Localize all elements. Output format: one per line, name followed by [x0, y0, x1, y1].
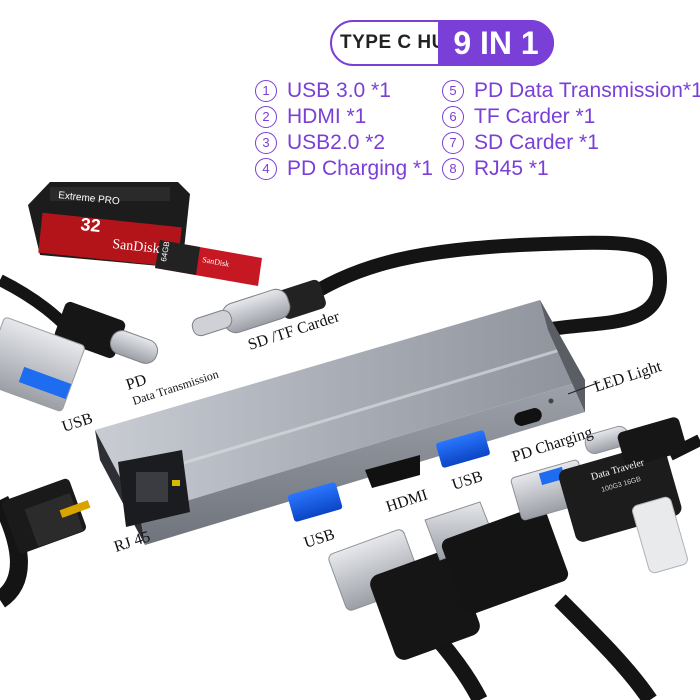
sd-card-capacity: 32 [80, 214, 102, 236]
feature-text: USB2.0 *2 [287, 131, 386, 154]
feature-number: 1 [255, 80, 277, 102]
feature-item: 7 SD Carder *1 [442, 131, 599, 155]
rj45-plug-icon [0, 478, 91, 608]
led-callout-line [567, 381, 601, 395]
feature-text: RJ45 *1 [474, 157, 549, 180]
led-light-label: LED Light [592, 358, 664, 396]
feature-item: 4 PD Charging *1 [255, 157, 433, 181]
product-title-badge: TYPE C HUB 9 IN 1 [330, 20, 554, 66]
rj45-label: RJ 45 [112, 528, 152, 556]
pd-charging-cable-icon [584, 417, 700, 467]
usb-c-plug-icon [191, 279, 326, 337]
hdmi-cable-icon [424, 501, 657, 700]
sd-card-brand: SanDisk [112, 237, 161, 257]
feature-item: 6 TF Carder *1 [442, 105, 595, 129]
feature-number: 8 [442, 158, 464, 180]
feature-text: PD Charging *1 [287, 157, 433, 180]
feature-item: 2 HDMI *1 [255, 105, 366, 129]
feature-number: 4 [255, 158, 277, 180]
usb-left-label: USB [60, 410, 95, 436]
feature-text: HDMI *1 [287, 105, 367, 128]
badge-count-label: 9 IN 1 [438, 20, 554, 66]
feature-number: 2 [255, 106, 277, 128]
feature-text: PD Data Transmission*1 [474, 79, 700, 102]
tf-card-capacity: 64GB [159, 241, 171, 263]
flash-drive-icon [510, 443, 688, 574]
feature-text: TF Carder *1 [474, 105, 596, 128]
feature-item: 3 USB2.0 *2 [255, 131, 385, 155]
tf-card-icon [155, 240, 262, 286]
usb-top-label: USB [450, 468, 485, 494]
feature-number: 3 [255, 132, 277, 154]
feature-number: 7 [442, 132, 464, 154]
hub-cable [293, 235, 668, 337]
feature-text: SD Carder *1 [474, 131, 599, 154]
usb-a-cable-bottom-icon [328, 529, 488, 700]
hdmi-label: HDMI [384, 486, 430, 515]
feature-item: 1 USB 3.0 *1 [255, 79, 391, 103]
hdmi-port [365, 455, 420, 488]
led-light-indicator [548, 398, 554, 404]
usb-a-plug-left-icon [0, 317, 85, 412]
feature-item: 8 RJ45 *1 [442, 157, 549, 181]
feature-text: USB 3.0 *1 [287, 79, 391, 102]
rj45-port [118, 450, 190, 527]
feature-number: 5 [442, 80, 464, 102]
usb-port-front [287, 482, 343, 522]
pd-label: PD [124, 371, 149, 393]
usb-port-middle [436, 430, 490, 468]
sd-card-icon [28, 182, 190, 268]
usb-bottom-label: USB [302, 526, 337, 552]
pd-charging-port [514, 398, 554, 426]
badge-type-label: TYPE C HUB [340, 32, 461, 53]
feature-number: 6 [442, 106, 464, 128]
feature-item: 5 PD Data Transmission*1 [442, 79, 700, 103]
